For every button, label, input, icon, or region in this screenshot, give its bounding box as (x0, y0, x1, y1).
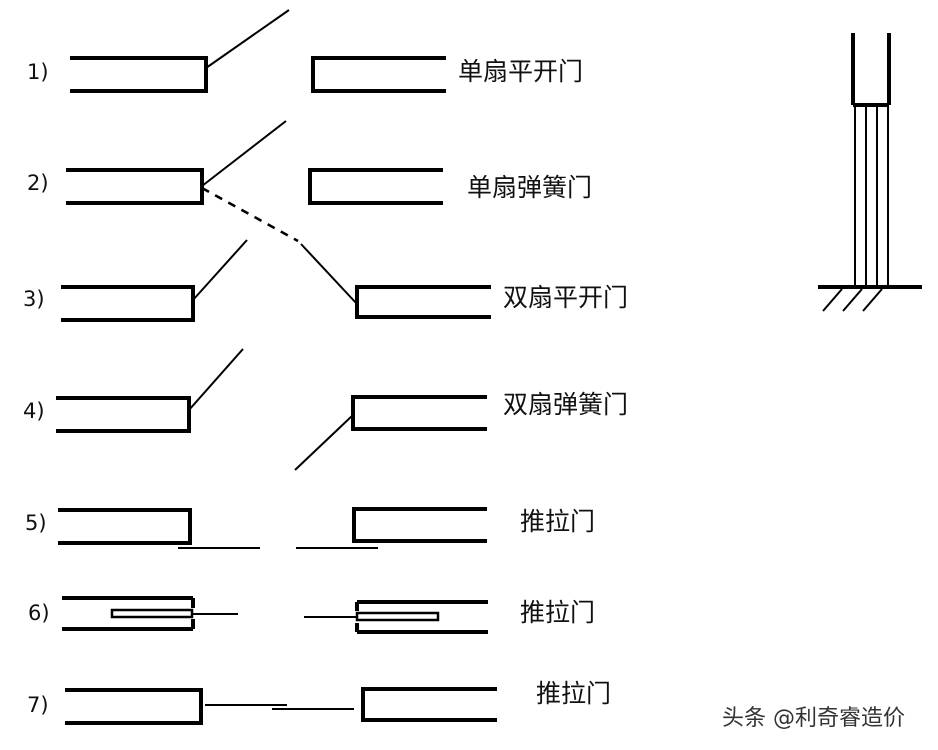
row-label-5: 推拉门 (520, 507, 595, 536)
door-leaf-left (192, 239, 248, 301)
row-number-4: 4) (23, 399, 45, 423)
wall-left (61, 285, 195, 322)
wall-left (58, 508, 192, 545)
ground-hatch (822, 288, 843, 312)
door-leaf (201, 120, 287, 187)
row-number-1: 1) (27, 60, 49, 84)
wall-right (308, 168, 443, 205)
door-symbol-row-7: 7) 推拉门 (27, 679, 611, 725)
row-label-4: 双扇弹簧门 (503, 390, 628, 419)
wall-right (311, 56, 446, 93)
wall-right (352, 507, 487, 543)
wall-left (70, 56, 208, 93)
wall-right (361, 687, 497, 722)
door-symbol-row-2: 2) 单扇弹簧门 (27, 120, 592, 243)
row-number-7: 7) (27, 693, 49, 717)
ground-hatch (862, 288, 883, 312)
watermark: 头条 @利奇睿造价 (722, 706, 905, 731)
row-number-6: 6) (28, 601, 50, 625)
row-label-1: 单扇平开门 (458, 57, 583, 86)
door-symbol-row-4: 4) 双扇弹簧门 (23, 348, 628, 471)
row-label-7: 推拉门 (536, 679, 611, 708)
row-label-2: 单扇弹簧门 (467, 173, 592, 202)
ground-hatch (842, 288, 863, 312)
post-elevation-symbol (818, 33, 922, 312)
wall-left (65, 688, 203, 725)
door-leaf (205, 9, 290, 69)
door-leaf-left (188, 348, 244, 411)
door-symbol-row-1: 1) 单扇平开门 (27, 9, 583, 93)
wall-left (66, 168, 204, 205)
wall-right (355, 285, 491, 319)
wall-left (56, 396, 191, 433)
wall-right (351, 395, 487, 431)
door-symbol-row-6: 6) 推拉门 (28, 596, 595, 634)
row-label-6: 推拉门 (520, 598, 595, 627)
door-leaf-right (294, 414, 354, 471)
row-number-3: 3) (23, 287, 45, 311)
row-number-5: 5) (25, 511, 47, 535)
sliding-leaf-right (355, 611, 440, 622)
door-leaf-right (300, 243, 358, 305)
door-leaf-dashed (201, 186, 299, 243)
door-symbol-row-3: 3) 双扇平开门 (23, 239, 628, 322)
sliding-leaf-left (110, 608, 194, 619)
row-number-2: 2) (27, 171, 49, 195)
door-symbol-row-5: 5) 推拉门 (25, 507, 595, 549)
row-label-3: 双扇平开门 (503, 283, 628, 312)
